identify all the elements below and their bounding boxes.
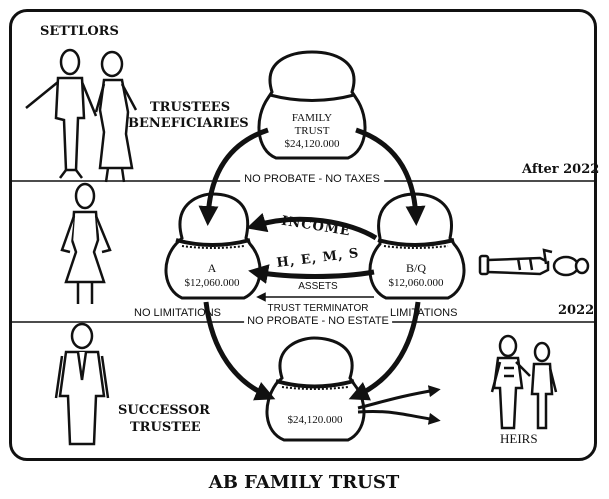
arrow-trust-to-bq <box>355 127 426 226</box>
trustee-label: TRUSTEE <box>130 420 201 435</box>
family-trust-name-2: TRUST <box>294 125 330 137</box>
no-probate-no-estate-label: NO PROBATE - NO ESTATE <box>244 316 392 327</box>
successor-label: SUCCESSOR <box>118 403 210 418</box>
arrow-a-to-final <box>203 301 276 401</box>
no-probate-no-taxes-label: NO PROBATE - NO TAXES <box>240 174 384 185</box>
trust-terminator-label: TRUST TERMINATOR <box>267 303 369 314</box>
no-limitations-label: NO LIMITATIONS <box>134 307 221 319</box>
bag-bq-label: B/Q <box>405 261 427 275</box>
bag-a-amount: $12,060.000 <box>184 277 240 289</box>
beneficiaries-label: BENEFICIARIES <box>128 116 249 131</box>
final-bag-amount: $24,120.000 <box>287 414 343 426</box>
diagram-frame <box>9 9 597 461</box>
settlors-label: SETTLORS <box>40 24 119 39</box>
arrow-income <box>246 212 378 241</box>
woman-figure <box>60 182 112 304</box>
heirs-figures <box>490 334 558 430</box>
settlor-figures <box>25 48 138 183</box>
family-trust-bag <box>257 50 367 160</box>
bag-bq <box>368 192 466 300</box>
limitations-label: LIMITATIONS <box>390 307 458 319</box>
heirs-label: HEIRS <box>500 431 538 446</box>
bag-bq-amount: $12,060.000 <box>388 277 444 289</box>
family-trust-amount: $24,120.000 <box>284 138 340 150</box>
lying-figure <box>478 248 590 277</box>
arrow-bq-to-final <box>348 301 421 401</box>
trustees-label: TRUSTEES <box>150 100 231 115</box>
arrow-to-heirs-upper <box>357 385 441 410</box>
bag-a-label: A <box>207 261 217 275</box>
assets-label: ASSETS <box>298 281 338 292</box>
year-2022-label: 2022 <box>558 303 595 318</box>
successor-trustee-figure <box>54 322 110 446</box>
arrow-trust-to-a <box>198 127 269 226</box>
bag-a <box>164 192 262 300</box>
after-2022-label: After 2022 <box>522 162 600 177</box>
diagram-title: AB FAMILY TRUST <box>208 472 400 493</box>
arrow-to-heirs-lower <box>357 410 441 425</box>
family-trust-name-1: FAMILY <box>291 112 333 124</box>
arrow-hems <box>248 264 375 284</box>
